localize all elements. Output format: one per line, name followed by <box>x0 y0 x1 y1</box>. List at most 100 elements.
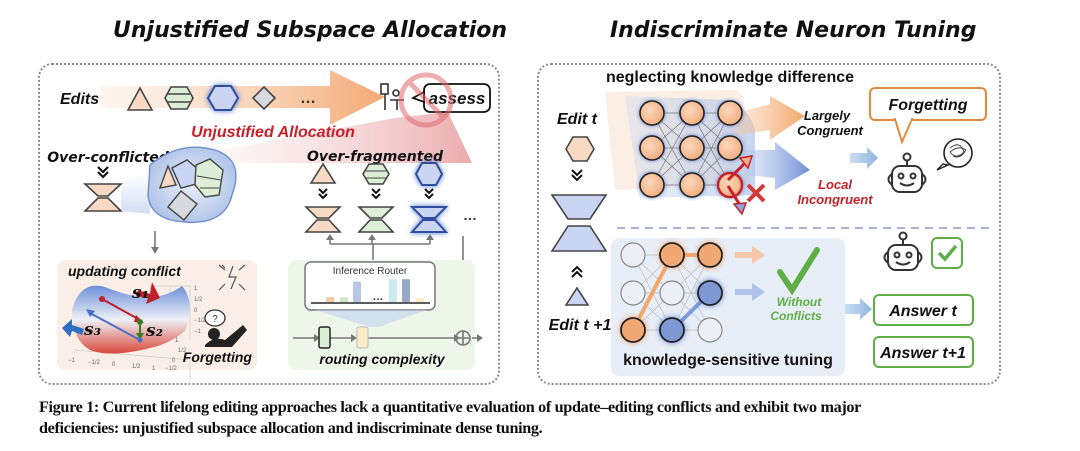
over-fragmented-label: Over-fragmented <box>307 149 444 165</box>
sparse-neural-network <box>620 242 723 343</box>
router-bar <box>402 279 410 302</box>
edits-label: Edits <box>60 91 99 108</box>
adapter-blue-icon <box>409 206 449 233</box>
left-panel <box>38 63 500 385</box>
fragmented-edits: … <box>304 162 477 233</box>
saddle-surface-plot: 1 1/2 0 −1/2 −1 −1 −1/2 0 1/2 1 1 1/2 0 … <box>62 282 207 385</box>
local-incongruent-label-1: Local <box>818 177 852 192</box>
neuron <box>639 100 665 126</box>
routing-complexity-label: routing complexity <box>319 351 445 367</box>
x-tick-4: 1/2 <box>132 364 141 370</box>
double-chevron-down-icon <box>424 188 434 200</box>
tuned-neuron <box>659 242 685 268</box>
conflicting-update-arrows-icon <box>726 155 754 216</box>
adapter-orange-icon <box>304 206 342 233</box>
updating-conflict-label: updating conflict <box>68 263 182 279</box>
frozen-neuron <box>659 280 685 306</box>
forgetting-person-icon <box>205 325 247 347</box>
neuron <box>679 100 705 126</box>
z-tick-4: −1/2 <box>194 318 207 324</box>
network-edge <box>651 112 693 186</box>
router-score-bars <box>326 279 424 302</box>
right-panel-title: Indiscriminate Neuron Tuning <box>610 18 977 43</box>
neuron <box>717 100 743 126</box>
z-tick-5: −1 <box>194 329 202 335</box>
output-arrow-top <box>850 147 878 169</box>
answer-t-label: Answer t <box>888 303 957 320</box>
router-bar <box>416 298 424 302</box>
model-decoder-icon <box>550 225 608 252</box>
caption-line-2: deficiencies: unjustified subspace alloc… <box>39 419 543 437</box>
robot-happy-icon <box>883 231 923 271</box>
figure-caption: Figure 1: Current lifelong editing appro… <box>39 397 1049 439</box>
x-tick-5: 1 <box>152 366 156 372</box>
x-tick-2: −1/2 <box>88 360 101 366</box>
without-conflicts-label-2: Conflicts <box>770 309 822 323</box>
success-checkbox-icon <box>931 237 963 269</box>
y-tick-1: 1 <box>175 338 179 344</box>
adapter-green-icon <box>357 206 395 233</box>
y-tick-3: 0 <box>172 358 176 364</box>
double-chevron-down-icon <box>97 166 109 179</box>
y-tick-2: 1/2 <box>178 348 187 354</box>
right-panel <box>537 63 1001 385</box>
edits-ellipsis: … <box>300 90 316 107</box>
tangled-thought-icon <box>936 138 973 171</box>
frozen-neuron <box>620 280 646 306</box>
edit-triangle-icon <box>126 86 154 111</box>
tuned-neuron <box>620 317 646 343</box>
robot-confused-icon <box>887 152 927 193</box>
right-panel-diagram: neglecting knowledge difference Edit t E… <box>549 69 990 376</box>
frag-triangle-icon <box>309 162 337 184</box>
edit-hexagon-icon <box>206 85 240 111</box>
neuron <box>639 135 665 161</box>
double-chevron-down-icon <box>318 188 328 200</box>
edit-striped-hexagon-icon <box>164 86 194 110</box>
edit-t1-triangle-icon <box>564 286 590 306</box>
unjustified-allocation-label: Unjustified Allocation <box>191 124 355 141</box>
network-edge <box>691 112 731 186</box>
frozen-neuron <box>697 317 723 343</box>
left-panel-title: Unjustified Subspace Allocation <box>113 18 508 43</box>
adapter-module-yellow <box>356 326 369 349</box>
z-tick-3: 0 <box>194 308 198 314</box>
more-adapters-ellipsis: … <box>463 207 477 223</box>
over-conflicted-label: Over-conflicted <box>47 150 169 166</box>
z-tick-2: 1/2 <box>194 297 203 303</box>
neuron <box>679 135 705 161</box>
edit-t-hexagon-icon <box>565 136 595 162</box>
double-chevron-down-icon <box>571 169 583 182</box>
double-chevron-up-icon <box>571 265 583 278</box>
left-panel-diagram: assess Over-conflicted updating conflict… <box>47 70 491 385</box>
answer-t1-bubble <box>873 336 974 368</box>
adapter-module-green <box>318 326 331 349</box>
edit-t1-label: Edit t +1 <box>549 317 612 334</box>
knowledge-sensitive-label: knowledge-sensitive tuning <box>623 352 833 369</box>
inference-router-label: Inference Router <box>333 266 408 277</box>
neuron <box>717 135 743 161</box>
subspace-adapter-icon <box>82 183 124 212</box>
congruent-arrow <box>730 96 805 140</box>
router-bar <box>326 297 334 302</box>
conflict-x-icon <box>746 183 766 203</box>
confused-thought-icon: ? <box>204 309 226 327</box>
tuned-neuron <box>697 242 723 268</box>
router-bar <box>353 281 361 302</box>
answer-t-bubble <box>873 294 974 326</box>
router-bar <box>340 297 348 302</box>
local-incongruent-label-2: Incongruent <box>797 192 873 207</box>
frozen-neuron <box>620 242 646 268</box>
largely-congruent-label-2: Congruent <box>797 123 863 138</box>
red-update-arrow-icon <box>136 282 160 304</box>
router-ellipsis: … <box>373 291 384 303</box>
assess-label: assess <box>429 89 486 108</box>
prohibited-icon <box>398 72 454 128</box>
vector-s1-label: s₁ <box>131 283 149 303</box>
vector-s2-label: s₂ <box>145 321 163 341</box>
output-arrow-bottom <box>845 298 872 320</box>
edit-diamond-icon <box>251 85 277 111</box>
tuned-neuron <box>697 280 723 306</box>
conflict-lightning-icon <box>218 264 246 291</box>
caption-line-1: Figure 1: Current lifelong editing appro… <box>39 398 861 416</box>
edits-flow-arrow <box>100 70 385 125</box>
